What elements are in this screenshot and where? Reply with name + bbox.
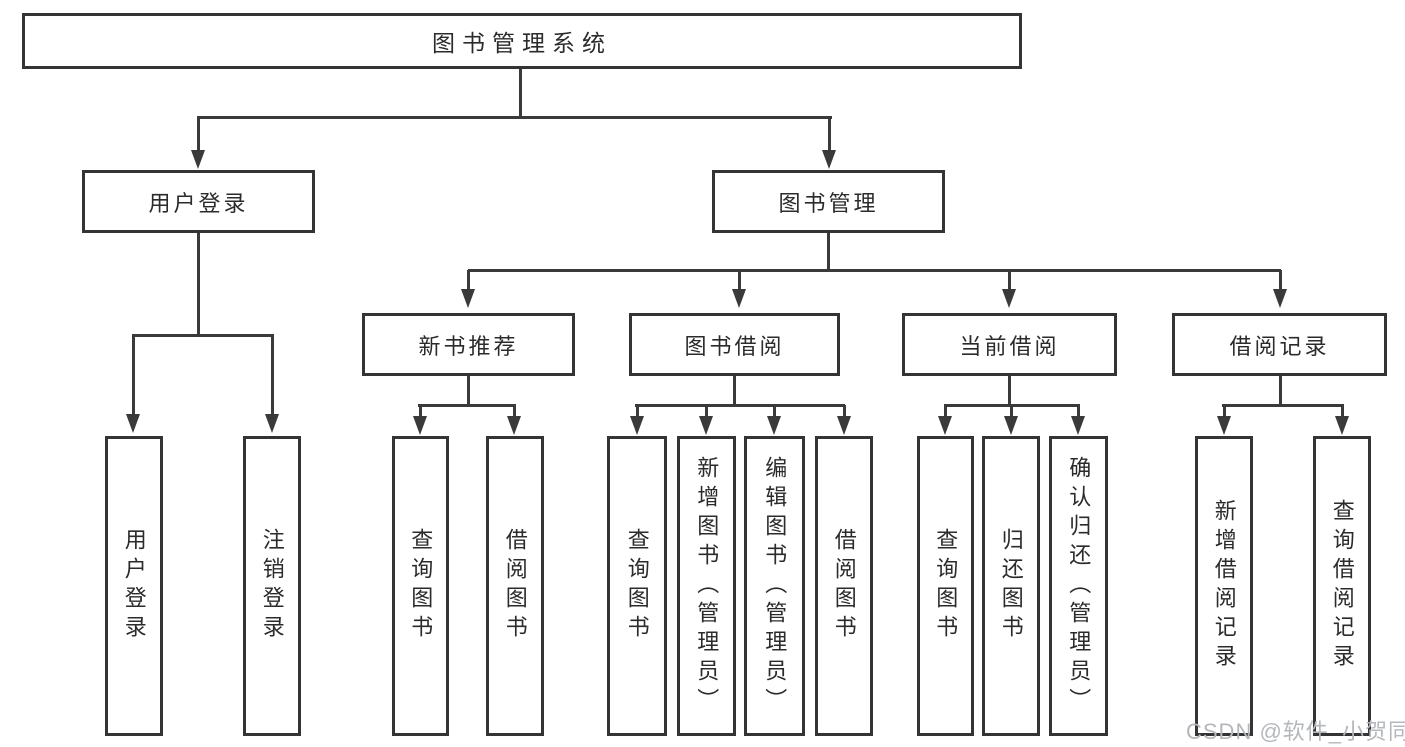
connector-drop-nb2 — [513, 405, 516, 417]
connector-current-stem — [1008, 376, 1011, 407]
connector-drop-borrow — [738, 270, 741, 290]
connector-drop-logout — [271, 335, 274, 415]
node-borrow: 图书借阅 — [629, 313, 840, 376]
arrowhead-c1 — [938, 416, 952, 435]
leaf-rec-query-record-label: 查询借阅记录 — [1329, 499, 1355, 673]
connector-book-mgmt-branch — [468, 269, 1281, 272]
arrowhead-login — [126, 414, 140, 433]
connector-user-login-stem — [197, 233, 200, 337]
arrowhead-logout — [265, 414, 279, 433]
arrowhead-book-mgmt — [822, 150, 836, 169]
leaf-bw-borrow-books-label: 借阅图书 — [831, 528, 857, 644]
leaf-cur-return-books-label: 归还图书 — [998, 528, 1024, 644]
leaf-cur-confirm-return-admin-label: 确认归还（管理员） — [1066, 455, 1092, 717]
node-user-login-label: 用户登录 — [148, 190, 249, 216]
leaf-nb-borrow-books: 借阅图书 — [486, 436, 544, 736]
arrowhead-records — [1273, 289, 1287, 308]
arrowhead-r2 — [1335, 416, 1349, 435]
connector-root-stem — [519, 68, 522, 118]
connector-new-books-stem — [467, 376, 470, 407]
connector-drop-b2 — [705, 405, 708, 417]
connector-root-branch — [197, 116, 832, 119]
leaf-rec-query-record: 查询借阅记录 — [1313, 436, 1371, 736]
connector-user-login-branch — [132, 334, 274, 337]
connector-drop-new-books — [467, 270, 470, 290]
leaf-rec-add-record-label: 新增借阅记录 — [1211, 499, 1237, 673]
leaf-nb-query-books: 查询图书 — [392, 436, 449, 736]
arrowhead-c3 — [1071, 416, 1085, 435]
connector-drop-book-mgmt — [828, 117, 831, 151]
connector-records-stem — [1279, 376, 1282, 407]
connector-drop-c2 — [1010, 405, 1013, 417]
node-user-login: 用户登录 — [82, 170, 315, 233]
arrowhead-nb2 — [507, 416, 521, 435]
leaf-bw-edit-books-admin-label: 编辑图书（管理员） — [762, 455, 788, 717]
connector-drop-r1 — [1223, 405, 1226, 417]
arrowhead-new-books — [461, 289, 475, 308]
node-records: 借阅记录 — [1172, 313, 1387, 376]
connector-drop-b1 — [636, 405, 639, 417]
connector-drop-c3 — [1077, 405, 1080, 417]
leaf-bw-add-books-admin: 新增图书（管理员） — [677, 436, 736, 736]
connector-new-books-branch — [418, 404, 516, 407]
node-new-books: 新书推荐 — [362, 313, 575, 376]
leaf-logout-label: 注销登录 — [259, 528, 285, 644]
connector-drop-r2 — [1341, 405, 1344, 417]
leaf-cur-return-books: 归还图书 — [982, 436, 1040, 736]
node-current: 当前借阅 — [902, 313, 1117, 376]
connector-book-mgmt-stem — [827, 233, 830, 272]
leaf-user-login: 用户登录 — [105, 436, 163, 736]
connector-records-branch — [1222, 404, 1344, 407]
connector-borrow-stem — [733, 376, 736, 407]
node-new-books-label: 新书推荐 — [418, 333, 519, 359]
connector-borrow-branch — [635, 404, 845, 407]
leaf-bw-edit-books-admin: 编辑图书（管理员） — [744, 436, 805, 736]
connector-drop-b3 — [773, 405, 776, 417]
connector-drop-c1 — [944, 405, 947, 417]
connector-drop-login — [132, 335, 135, 415]
leaf-cur-query-books-label: 查询图书 — [933, 528, 959, 644]
leaf-bw-add-books-admin-label: 新增图书（管理员） — [694, 455, 720, 717]
node-book-mgmt: 图书管理 — [712, 170, 945, 233]
leaf-bw-query-books-label: 查询图书 — [624, 528, 650, 644]
connector-drop-b4 — [843, 405, 846, 417]
connector-drop-current — [1008, 270, 1011, 290]
csdn-watermark: CSDN @软件_小贺同学 — [1186, 719, 1405, 744]
node-root-label: 图书管理系统 — [432, 30, 612, 56]
connector-drop-user-login — [197, 117, 200, 151]
arrowhead-nb1 — [413, 416, 427, 435]
leaf-rec-add-record: 新增借阅记录 — [1195, 436, 1253, 736]
leaf-logout: 注销登录 — [243, 436, 301, 736]
connector-drop-nb1 — [419, 405, 422, 417]
arrowhead-c2 — [1004, 416, 1018, 435]
node-root: 图书管理系统 — [22, 13, 1022, 69]
leaf-nb-borrow-books-label: 借阅图书 — [502, 528, 528, 644]
leaf-nb-query-books-label: 查询图书 — [408, 528, 434, 644]
node-records-label: 借阅记录 — [1229, 333, 1330, 359]
leaf-bw-query-books: 查询图书 — [607, 436, 667, 736]
arrowhead-borrow — [732, 289, 746, 308]
connector-drop-records — [1279, 270, 1282, 290]
arrowhead-current — [1002, 289, 1016, 308]
arrowhead-b3 — [767, 416, 781, 435]
arrowhead-user-login — [191, 150, 205, 169]
arrowhead-b4 — [837, 416, 851, 435]
node-current-label: 当前借阅 — [959, 333, 1060, 359]
leaf-cur-confirm-return-admin: 确认归还（管理员） — [1049, 436, 1108, 736]
node-book-mgmt-label: 图书管理 — [778, 190, 879, 216]
arrowhead-b2 — [699, 416, 713, 435]
leaf-bw-borrow-books: 借阅图书 — [815, 436, 873, 736]
leaf-cur-query-books: 查询图书 — [917, 436, 974, 736]
leaf-user-login-label: 用户登录 — [121, 528, 147, 644]
arrowhead-r1 — [1217, 416, 1231, 435]
arrowhead-b1 — [630, 416, 644, 435]
node-borrow-label: 图书借阅 — [684, 333, 785, 359]
